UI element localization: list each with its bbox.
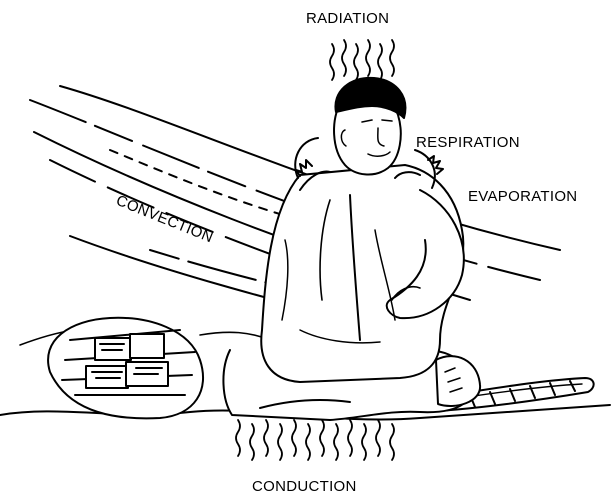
- conduction-waves: [236, 420, 394, 460]
- label-evaporation: EVAPORATION: [468, 188, 577, 205]
- person-figure: [223, 78, 480, 420]
- backpack: [48, 318, 203, 419]
- radiation-waves: [330, 40, 394, 80]
- label-conduction: CONDUCTION: [252, 478, 357, 495]
- label-radiation: RADIATION: [306, 10, 389, 27]
- label-respiration: RESPIRATION: [416, 134, 520, 151]
